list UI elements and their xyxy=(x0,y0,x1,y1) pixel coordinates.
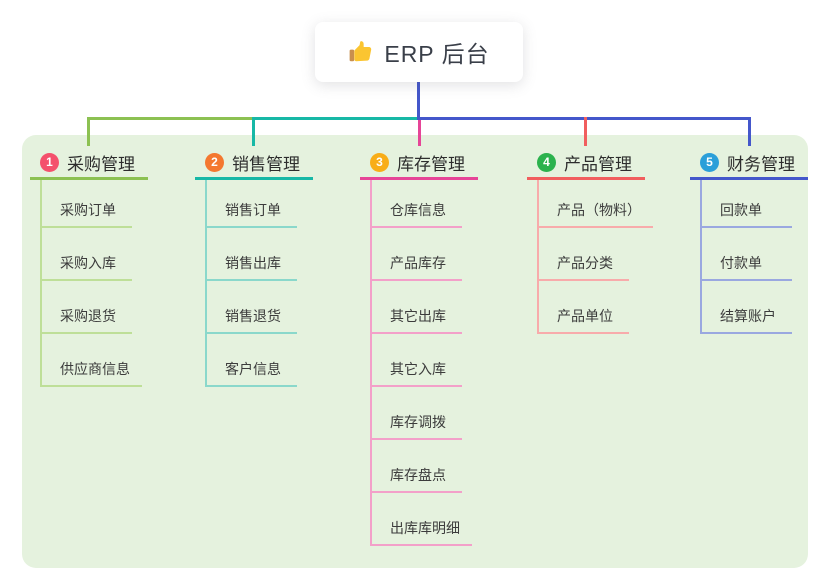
child-node-label: 其它出库 xyxy=(390,308,446,324)
branch-number-badge: 3 xyxy=(370,152,389,172)
child-node-label: 付款单 xyxy=(720,255,762,271)
child-node-label: 产品单位 xyxy=(557,308,613,324)
child-node[interactable]: 采购入库 xyxy=(42,228,132,281)
child-node-label: 采购入库 xyxy=(60,255,116,271)
child-node[interactable]: 销售退货 xyxy=(207,281,297,334)
connector-line xyxy=(252,117,418,120)
child-node-label: 回款单 xyxy=(720,202,762,218)
branches-panel xyxy=(22,135,808,568)
child-node[interactable]: 付款单 xyxy=(702,228,792,281)
branch-children: 产品（物料） 产品分类产品单位 xyxy=(537,180,653,334)
branch-label: 财务管理 xyxy=(727,154,795,174)
branch-header[interactable]: 2 销售管理 xyxy=(195,147,313,180)
root-title: ERP 后台 xyxy=(384,41,490,67)
child-node[interactable]: 采购订单 xyxy=(42,180,132,228)
branch-number-badge: 5 xyxy=(700,152,719,172)
child-node-label: 销售退货 xyxy=(225,308,281,324)
branch-children: 采购订单采购入库采购退货供应商信息 xyxy=(40,180,142,387)
child-node-label: 采购退货 xyxy=(60,308,116,324)
child-node[interactable]: 供应商信息 xyxy=(42,334,142,387)
branch-number-badge: 4 xyxy=(537,152,556,172)
branch-header[interactable]: 5 财务管理 xyxy=(690,147,808,180)
child-node-label: 库存调拨 xyxy=(390,414,446,430)
child-node[interactable]: 其它入库 xyxy=(372,334,462,387)
child-node[interactable]: 其它出库 xyxy=(372,281,462,334)
child-node-label: 销售订单 xyxy=(225,202,281,218)
connector-line xyxy=(417,82,420,120)
child-node[interactable]: 库存调拨 xyxy=(372,387,462,440)
child-node-label: 仓库信息 xyxy=(390,202,446,218)
child-node[interactable]: 产品单位 xyxy=(539,281,629,334)
child-node[interactable]: 结算账户 xyxy=(702,281,792,334)
branch-label: 销售管理 xyxy=(232,154,300,174)
child-node[interactable]: 采购退货 xyxy=(42,281,132,334)
child-node[interactable]: 销售出库 xyxy=(207,228,297,281)
branch-header[interactable]: 1 采购管理 xyxy=(30,147,148,180)
connector-line xyxy=(748,117,751,146)
connector-line xyxy=(418,120,421,146)
thumbs-up-icon xyxy=(348,39,374,65)
branch-number-badge: 1 xyxy=(40,152,59,172)
child-node-label: 产品（物料） xyxy=(557,202,641,218)
branch-children: 销售订单销售出库销售退货客户信息 xyxy=(205,180,297,387)
child-node[interactable]: 产品库存 xyxy=(372,228,462,281)
branch-children: 仓库信息产品库存其它出库其它入库库存调拨库存盘点出库库明细 xyxy=(370,180,472,546)
child-node[interactable]: 回款单 xyxy=(702,180,792,228)
branch-label: 采购管理 xyxy=(67,154,135,174)
branch-label: 库存管理 xyxy=(397,154,465,174)
child-node-label: 产品库存 xyxy=(390,255,446,271)
branch-label: 产品管理 xyxy=(564,154,632,174)
child-node-label: 库存盘点 xyxy=(390,467,446,483)
child-node-label: 产品分类 xyxy=(557,255,613,271)
child-node-label: 其它入库 xyxy=(390,361,446,377)
child-node[interactable]: 库存盘点 xyxy=(372,440,462,493)
branch-header[interactable]: 4 产品管理 xyxy=(527,147,645,180)
branch-children: 回款单付款单结算账户 xyxy=(700,180,792,334)
root-node[interactable]: ERP 后台 xyxy=(315,22,523,82)
child-node[interactable]: 出库库明细 xyxy=(372,493,472,546)
child-node-label: 供应商信息 xyxy=(60,361,130,377)
connector-line xyxy=(87,117,254,120)
child-node-label: 结算账户 xyxy=(720,308,776,324)
child-node[interactable]: 仓库信息 xyxy=(372,180,462,228)
child-node-label: 采购订单 xyxy=(60,202,116,218)
branch-header[interactable]: 3 库存管理 xyxy=(360,147,478,180)
connector-line xyxy=(87,117,90,146)
branch-number-badge: 2 xyxy=(205,152,224,172)
child-node[interactable]: 产品分类 xyxy=(539,228,629,281)
child-node[interactable]: 产品（物料） xyxy=(539,180,653,228)
child-node-label: 客户信息 xyxy=(225,361,281,377)
connector-line xyxy=(252,117,255,146)
child-node[interactable]: 客户信息 xyxy=(207,334,297,387)
child-node-label: 销售出库 xyxy=(225,255,281,271)
child-node-label: 出库库明细 xyxy=(390,520,460,536)
connector-line xyxy=(584,117,587,146)
child-node[interactable]: 销售订单 xyxy=(207,180,297,228)
